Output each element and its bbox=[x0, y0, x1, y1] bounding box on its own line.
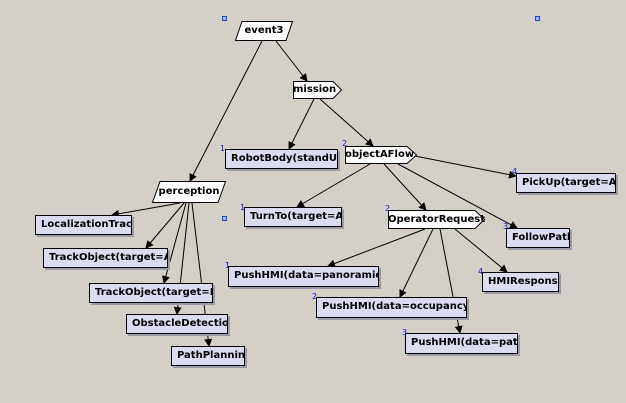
node-track-object-a[interactable]: TrackObject(target=A) bbox=[43, 248, 168, 268]
node-push-hmi-path[interactable]: PushHMI(data=path) bbox=[405, 333, 518, 354]
order-number: 3 bbox=[503, 222, 509, 231]
order-number: 4 bbox=[478, 267, 484, 276]
order-number: 2 bbox=[312, 292, 318, 301]
node-pickup[interactable]: PickUp(target=A) bbox=[516, 173, 616, 193]
node-label: perception bbox=[158, 186, 220, 197]
edge-operator-to-push-panoramic[interactable] bbox=[327, 228, 426, 268]
node-label: PickUp(target=A) bbox=[522, 177, 616, 188]
node-hmi-response[interactable]: HMIResponse bbox=[482, 272, 559, 292]
node-push-hmi-occupancy[interactable]: PushHMI(data=occupancy... bbox=[316, 297, 467, 318]
node-label: HMIResponse bbox=[488, 276, 559, 287]
selection-handle-top-left[interactable] bbox=[222, 16, 227, 21]
node-operator-request[interactable]: OperatorRequest bbox=[388, 210, 486, 229]
edge-event3-to-mission[interactable] bbox=[275, 40, 308, 82]
edge-object-a-flow-to-pickup[interactable] bbox=[409, 154, 517, 179]
edge-operator-to-push-occupancy[interactable] bbox=[399, 228, 434, 298]
node-track-object-b[interactable]: TrackObject(target=B) bbox=[89, 283, 213, 303]
node-label: TurnTo(target=A) bbox=[250, 211, 342, 222]
node-robot-body[interactable]: RobotBody(standUp) bbox=[225, 149, 338, 169]
edge-perception-to-track-b[interactable] bbox=[161, 202, 187, 284]
node-label: objectAFlow bbox=[345, 149, 415, 160]
selection-handle-middle-left[interactable] bbox=[222, 216, 227, 221]
node-follow-path[interactable]: FollowPath bbox=[506, 228, 570, 248]
sequence-arrow-shape bbox=[293, 81, 343, 99]
sequence-arrow-shape bbox=[388, 210, 486, 229]
sequence-arrow-shape bbox=[345, 146, 418, 164]
node-label: TrackObject(target=A) bbox=[49, 252, 168, 263]
edge-perception-to-localization[interactable] bbox=[111, 202, 181, 218]
order-number: 3 bbox=[402, 328, 408, 337]
node-object-a-flow[interactable]: objectAFlow bbox=[345, 146, 418, 164]
node-obstacle-detection[interactable]: ObstacleDetection bbox=[126, 314, 228, 334]
node-label: PushHMI(data=panoramic... bbox=[234, 270, 379, 281]
order-number: 2 bbox=[342, 139, 348, 148]
edge-object-a-flow-to-turn-to[interactable] bbox=[296, 163, 371, 208]
edge-operator-to-hmi-response[interactable] bbox=[454, 228, 508, 273]
node-label: RobotBody(standUp) bbox=[231, 153, 338, 164]
selection-handle-top-right[interactable] bbox=[535, 16, 540, 21]
order-number: 1 bbox=[220, 144, 226, 153]
edge-mission-to-robot-body[interactable] bbox=[288, 98, 315, 150]
parallelogram-shape bbox=[151, 181, 227, 203]
order-number: 4 bbox=[512, 167, 518, 176]
order-number: 1 bbox=[225, 261, 231, 270]
edge-event3-to-perception[interactable] bbox=[189, 40, 263, 182]
edge-object-a-flow-to-operator[interactable] bbox=[383, 163, 427, 211]
edge-object-a-flow-to-follow-path[interactable] bbox=[397, 163, 518, 229]
node-localization-track[interactable]: LocalizationTrack bbox=[35, 215, 132, 235]
node-label: OperatorRequest bbox=[388, 214, 485, 225]
node-label: PushHMI(data=occupancy... bbox=[322, 301, 467, 312]
node-push-hmi-panoramic[interactable]: PushHMI(data=panoramic... bbox=[228, 266, 379, 287]
parallelogram-shape bbox=[234, 21, 294, 41]
node-label: PushHMI(data=path) bbox=[411, 337, 518, 348]
node-label: PathPlanning bbox=[177, 350, 245, 361]
edge-perception-to-track-a[interactable] bbox=[145, 202, 185, 249]
node-event3[interactable]: event3 bbox=[234, 21, 294, 41]
node-label: event3 bbox=[244, 25, 284, 36]
node-turn-to[interactable]: TurnTo(target=A) bbox=[244, 207, 342, 227]
node-mission[interactable]: mission bbox=[293, 81, 343, 99]
node-label: LocalizationTrack bbox=[41, 219, 132, 230]
node-label: FollowPath bbox=[512, 232, 570, 243]
order-number: 1 bbox=[240, 203, 246, 212]
order-number: 2 bbox=[385, 204, 391, 213]
edge-mission-to-object-a-flow[interactable] bbox=[319, 98, 374, 147]
node-path-planning[interactable]: PathPlanning bbox=[171, 346, 245, 366]
node-label: ObstacleDetection bbox=[132, 318, 228, 329]
node-label: TrackObject(target=B) bbox=[95, 287, 213, 298]
node-label: mission bbox=[293, 84, 337, 95]
node-perception[interactable]: perception bbox=[151, 181, 227, 203]
